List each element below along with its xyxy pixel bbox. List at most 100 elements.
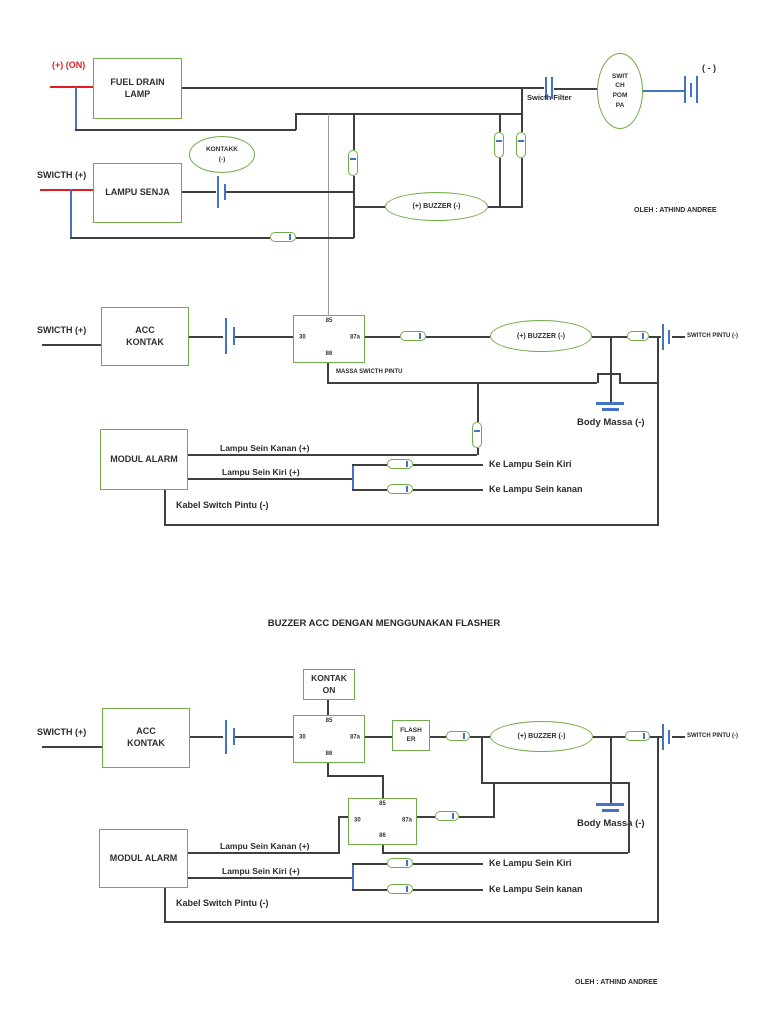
wire <box>352 464 387 466</box>
modul-alarm-label: MODUL ALARM <box>110 453 178 464</box>
wire <box>164 524 659 526</box>
ke-lampu-sein-kanan-label: Ke Lampu Sein kanan <box>489 884 583 894</box>
wire <box>353 176 355 238</box>
ke-lampu-sein-kiri-label: Ke Lampu Sein Kiri <box>489 459 572 469</box>
battery-icon <box>225 720 227 754</box>
wire <box>327 382 597 384</box>
kabel-switch-pintu-label: Kabel Switch Pintu (-) <box>176 500 269 510</box>
modul-alarm-box: MODUL ALARM <box>99 829 188 888</box>
wire <box>477 382 479 422</box>
buzzer-label: (+) BUZZER (-) <box>516 332 566 340</box>
battery-icon <box>662 724 664 750</box>
fuse-stripe <box>406 886 408 892</box>
wire <box>75 87 77 130</box>
battery-icon <box>668 330 670 344</box>
battery-icon <box>684 76 686 103</box>
swicth-plus-label: SWICTH (+) <box>37 170 87 180</box>
ground-icon <box>602 408 619 411</box>
wire <box>365 736 392 738</box>
fuse-icon <box>387 484 413 494</box>
wire <box>295 114 297 130</box>
wire <box>643 90 684 92</box>
wire <box>353 206 385 208</box>
fuse-stripe <box>643 733 645 739</box>
capacitor-icon <box>545 77 547 99</box>
battery-icon <box>668 730 670 744</box>
ground-icon <box>596 402 624 405</box>
relay-pin-86: 86 <box>325 751 333 758</box>
fuel-drain-lamp-box: FUEL DRAIN LAMP <box>93 58 182 119</box>
relay-pin-87a: 87a <box>349 734 360 741</box>
wire <box>672 736 685 738</box>
acc-kontak-box: ACC KONTAK <box>102 708 190 768</box>
wire <box>327 763 329 776</box>
wire <box>188 852 338 854</box>
body-massa-label: Body Massa (-) <box>577 818 645 829</box>
fuse-stripe <box>406 461 408 467</box>
wire <box>592 336 627 338</box>
acc-kontak-box: ACC KONTAK <box>101 307 189 366</box>
diagram2-title: BUZZER ACC DENGAN MENGGUNAKAN FLASHER <box>267 618 501 629</box>
wire <box>499 158 501 207</box>
battery-icon <box>696 76 698 103</box>
wire <box>413 489 483 491</box>
battery-icon <box>233 728 235 745</box>
wire <box>352 889 387 891</box>
wire <box>477 448 479 455</box>
wire <box>352 464 354 491</box>
wire <box>188 454 477 456</box>
lampu-senja-box: LAMPU SENJA <box>93 163 182 223</box>
buzzer-label: (+) BUZZER (-) <box>412 203 461 210</box>
ke-lampu-sein-kanan-label: Ke Lampu Sein kanan <box>489 484 583 494</box>
wire <box>182 191 216 193</box>
lampu-sein-kiri-label: Lampu Sein Kiri (+) <box>222 467 300 477</box>
wire <box>189 336 223 338</box>
fuse-icon <box>625 731 650 741</box>
wire <box>352 863 354 891</box>
wire <box>338 816 348 818</box>
lampu-sein-kiri-label: Lampu Sein Kiri (+) <box>222 866 300 876</box>
wire <box>327 775 384 777</box>
wire <box>657 736 659 923</box>
fuse-stripe <box>463 733 465 739</box>
fuse-stripe <box>289 234 291 240</box>
fuse-icon <box>627 331 649 341</box>
kontakk-oval: KONTAKK (-) <box>189 136 255 173</box>
wire <box>650 736 662 738</box>
wire <box>672 336 685 338</box>
wire <box>593 736 625 738</box>
switch-pompa-oval: SWIT CH POM PA <box>597 53 643 129</box>
wire <box>470 736 490 738</box>
battery-icon <box>233 327 235 345</box>
relay-pin-87a: 87a <box>349 334 360 341</box>
wire <box>182 87 544 89</box>
fuse-stripe <box>406 860 408 866</box>
wire <box>481 782 629 784</box>
buzzer-label: (+) BUZZER (-) <box>517 733 566 740</box>
relay-box: 85 30 87a 86 <box>293 315 365 363</box>
wire <box>459 816 495 818</box>
wire <box>365 336 400 338</box>
wire <box>235 736 293 738</box>
relay-pin-30: 30 <box>299 334 306 341</box>
lampu-sein-kanan-label: Lampu Sein Kanan (+) <box>220 841 310 851</box>
wire <box>628 782 630 853</box>
massa-swicth-pintu-label: MASSA SWICTH PINTU <box>336 369 403 375</box>
fuse-icon <box>400 331 426 341</box>
kontakk-minus-label: (-) <box>218 155 226 163</box>
wire <box>352 863 387 865</box>
wire <box>521 88 523 132</box>
wire <box>649 336 661 338</box>
lampu-sein-kanan-label: Lampu Sein Kanan (+) <box>220 443 310 453</box>
fuse-icon <box>472 422 482 448</box>
fuse-icon <box>387 459 413 469</box>
kontak-on-label: KONTAK ON <box>311 673 347 695</box>
wire <box>338 816 340 854</box>
wire <box>42 344 101 346</box>
fuse-icon <box>516 132 526 158</box>
wire <box>426 336 490 338</box>
wire <box>382 852 628 854</box>
wire <box>430 736 446 738</box>
fuse-stripe <box>350 158 356 160</box>
